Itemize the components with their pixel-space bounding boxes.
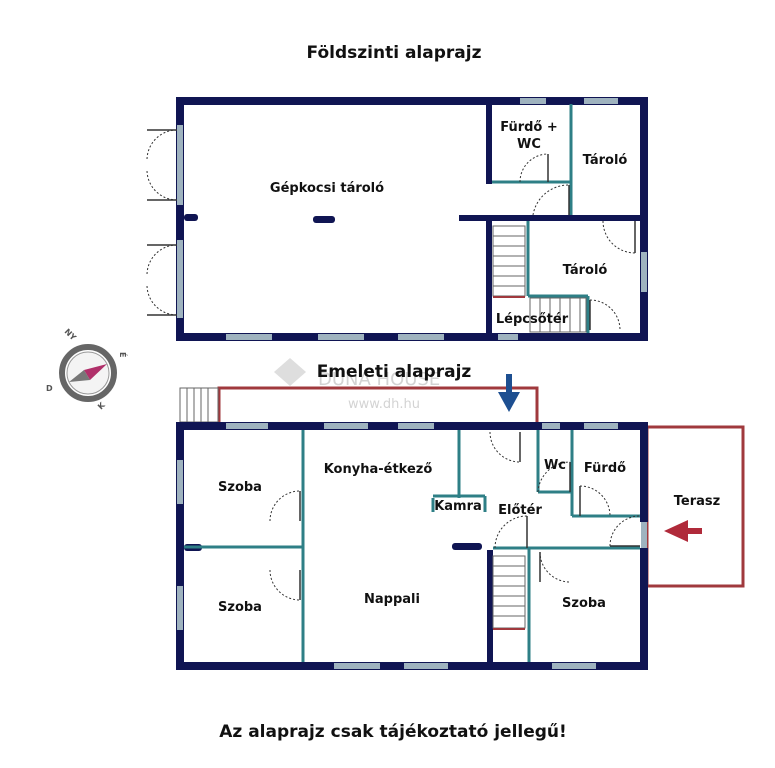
room-label-bath: Fürdő + — [500, 120, 558, 135]
compass-north-label: NY — [63, 327, 78, 342]
window — [398, 334, 444, 340]
compass-west-label: K — [96, 400, 107, 411]
window — [641, 252, 647, 292]
room-label-bathroom: Fürdő — [584, 461, 626, 476]
terrace-arrow-icon — [664, 520, 702, 542]
window — [641, 522, 647, 548]
window — [324, 423, 368, 429]
watermark-url: www.dh.hu — [348, 397, 420, 412]
wall — [459, 215, 640, 221]
room-label-staircase: Lépcsőtér — [496, 312, 569, 327]
compass-icon: NY É D K — [46, 327, 129, 411]
wall-stub — [452, 543, 482, 550]
upper-floor-title: Emeleti alaprajz — [317, 362, 472, 382]
room-label-room-top-left: Szoba — [218, 480, 262, 495]
room-label-room-bottom-left: Szoba — [218, 600, 262, 615]
wall — [640, 422, 648, 522]
wall — [487, 550, 493, 662]
wall — [486, 104, 492, 184]
watermark-logo: DUNA HOUSE www.dh.hu — [274, 358, 440, 412]
door-swing — [146, 169, 178, 201]
room-label-storage-mid: Tároló — [563, 263, 608, 278]
window — [318, 334, 364, 340]
window — [552, 663, 596, 669]
wall — [176, 97, 648, 105]
wall — [176, 422, 184, 670]
watermark-brand: DUNA HOUSE — [318, 369, 440, 390]
staircase-upper — [492, 555, 526, 630]
wall — [176, 97, 184, 341]
garage-door — [177, 125, 183, 205]
garage-door — [177, 240, 183, 318]
disclaimer-text: Az alaprajz csak tájékoztató jellegű! — [219, 722, 567, 742]
window — [177, 460, 183, 504]
window — [520, 98, 546, 104]
room-label-living: Nappali — [364, 592, 420, 607]
room-label-wc: Wc — [544, 458, 566, 473]
room-label-garage: Gépkocsi tároló — [270, 181, 384, 196]
room-label-hall: Előtér — [498, 503, 542, 518]
window — [498, 334, 518, 340]
door-swing — [146, 129, 178, 161]
entry-arrow-icon — [498, 374, 520, 412]
staircase-ground — [492, 225, 587, 333]
window — [584, 98, 618, 104]
wall-stub — [184, 214, 198, 221]
wall-stub — [313, 216, 335, 223]
room-label-terrace: Terasz — [674, 494, 720, 509]
window — [404, 663, 448, 669]
door-swing — [146, 244, 178, 276]
ground-floor-plan: Gépkocsi tároló Fürdő + WC Tároló Tároló… — [146, 97, 648, 341]
window — [226, 423, 268, 429]
compass-east-label: É — [118, 352, 129, 357]
window — [398, 423, 434, 429]
balcony-stairs — [179, 387, 219, 423]
compass-south-label: D — [46, 384, 53, 393]
wall — [640, 97, 648, 341]
wall — [640, 548, 648, 670]
window — [226, 334, 272, 340]
window — [334, 663, 380, 669]
window — [177, 586, 183, 630]
room-label-pantry: Kamra — [434, 499, 482, 514]
room-label-bath-2: WC — [517, 137, 541, 152]
ground-floor-title: Földszinti alaprajz — [307, 43, 482, 63]
wall — [486, 221, 492, 333]
upper-floor-plan: Szoba Szoba Konyha-étkező Kamra Nappali … — [176, 374, 745, 670]
room-label-storage-top: Tároló — [583, 153, 628, 168]
room-label-room-right: Szoba — [562, 596, 606, 611]
window — [584, 423, 618, 429]
room-label-kitchen: Konyha-étkező — [324, 462, 433, 477]
window — [542, 423, 560, 429]
door-swing — [146, 284, 178, 316]
